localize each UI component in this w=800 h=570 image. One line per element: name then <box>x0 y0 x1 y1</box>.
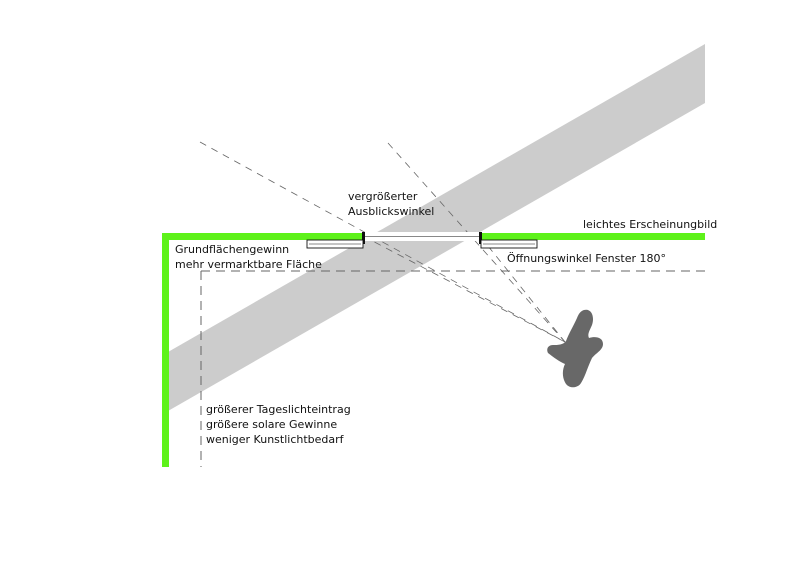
window-sashes <box>306 239 538 249</box>
window-frame-left <box>362 232 365 244</box>
sight-line-right-outer <box>387 142 566 343</box>
daylight-label: größerer Tageslichteintrag größere solar… <box>206 403 354 446</box>
light-appearance-label: leichtes Erscheinungbild <box>583 218 717 231</box>
daylight-band <box>168 44 705 411</box>
window-frame-right <box>479 232 482 244</box>
person-top-view-icon <box>547 309 603 388</box>
window-swing-line <box>479 235 566 343</box>
facade-vertical <box>162 233 169 467</box>
inner-boundary <box>200 270 705 467</box>
floor-gain-label: Grundflächengewinn mehr vermarktbare Flä… <box>175 243 322 271</box>
outlook-angle-label: vergrößerter Ausblickswinkel <box>348 190 434 218</box>
sight-line-left-outer <box>199 141 566 343</box>
sight-lines <box>199 141 566 343</box>
window-opening <box>362 232 482 244</box>
person-shape <box>547 309 603 388</box>
window-angle-label: Öffnungswinkel Fenster 180° <box>507 252 666 265</box>
